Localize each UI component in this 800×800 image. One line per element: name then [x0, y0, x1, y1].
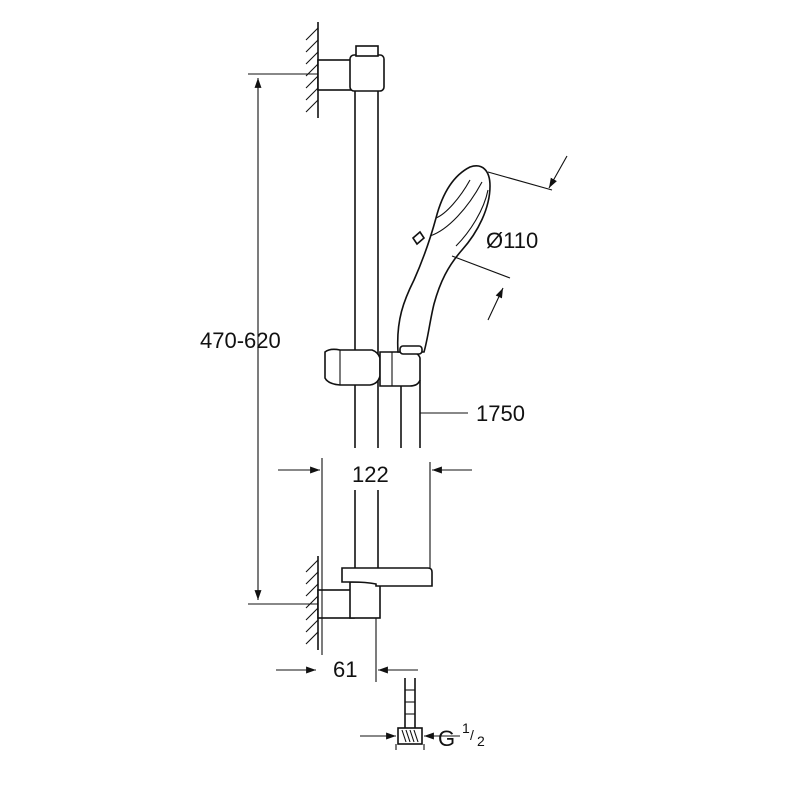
- diameter-label: Ø110: [486, 228, 538, 253]
- wall-offset-dimension: [276, 618, 418, 682]
- upper-bracket: [317, 45, 385, 92]
- projection-label: 122: [352, 462, 389, 487]
- hose-fitting: [360, 678, 460, 750]
- thread-label-numerator: 1: [462, 720, 470, 736]
- rail-upper: [354, 91, 379, 448]
- height-dimension: [248, 73, 318, 605]
- thread-label-slash: /: [470, 727, 474, 743]
- hand-shower-head: [396, 165, 491, 355]
- thread-label-denominator: 2: [477, 733, 485, 749]
- diameter-dimension: [451, 155, 568, 321]
- hose: [400, 380, 421, 448]
- slider: [324, 348, 421, 387]
- lower-wall: [305, 556, 319, 650]
- projection-dimension: [278, 458, 472, 655]
- height-dimension-label: 470-620: [200, 328, 281, 353]
- wall-offset-label: 61: [333, 657, 357, 682]
- thread-label-prefix: G: [438, 726, 455, 751]
- hose-length-label: 1750: [476, 401, 525, 426]
- lower-bracket-shelf: [317, 567, 433, 619]
- upper-wall: [305, 22, 319, 118]
